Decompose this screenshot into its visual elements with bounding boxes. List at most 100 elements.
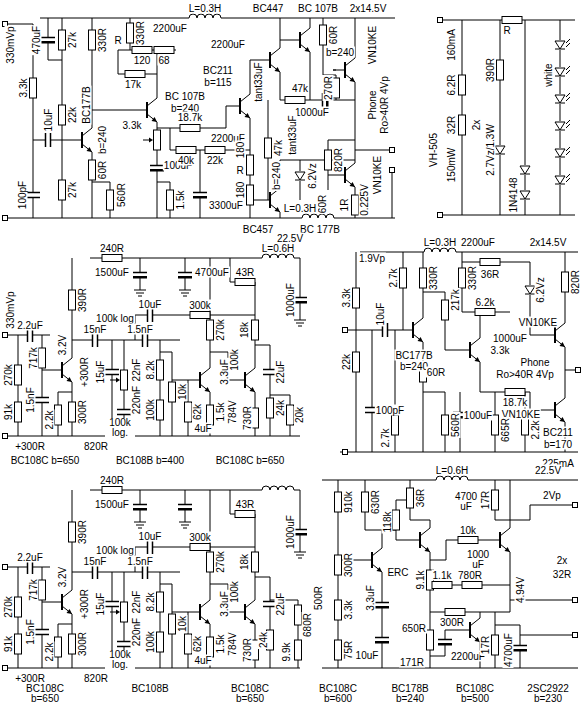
transistor-base (333, 70, 345, 71)
led-ray (566, 147, 570, 151)
component-label: 3.3k (343, 600, 354, 621)
ground-symbol (134, 290, 146, 291)
capacitor-plate (133, 276, 147, 279)
resistor-symbol (89, 30, 96, 50)
resistor-symbol (157, 632, 164, 652)
capacitor-plate (152, 540, 154, 554)
transistor-base (543, 335, 555, 336)
ground-symbol (181, 293, 189, 294)
transistor-bar (61, 362, 63, 378)
wire-gap (554, 148, 566, 158)
transistor-arrow (245, 113, 251, 118)
resistor-symbol (427, 630, 434, 650)
component-label: BC 177B (299, 224, 341, 235)
component-label: 1R (339, 198, 350, 213)
resistor-symbol (69, 634, 76, 654)
component-label: 270k (215, 318, 226, 342)
ground-symbol (298, 326, 302, 327)
transistor-arrow (152, 117, 158, 122)
resistor-symbol (459, 115, 466, 135)
resistor-symbol (502, 17, 522, 24)
transistor-emitter (420, 544, 430, 552)
diode-bar (555, 103, 565, 104)
capacitor-plate (117, 414, 131, 416)
ground-symbol (294, 552, 306, 553)
component-label: 22k (206, 155, 224, 166)
component-label: 2x14.5V (349, 3, 388, 14)
component-label: b=240 (97, 125, 108, 155)
component-label: BC 107B (164, 91, 206, 102)
component-label: 43R (235, 267, 255, 278)
ground-symbol (179, 290, 191, 291)
resistor-symbol (252, 408, 259, 428)
component-label: 180 (235, 181, 246, 200)
component-label: 22.5V (276, 233, 304, 244)
transistor-emitter (200, 616, 210, 624)
led-ray (566, 66, 570, 70)
resistor-symbol (462, 582, 482, 589)
transistor-emitter (82, 144, 92, 152)
transistor-collector (62, 358, 72, 366)
diode-symbol (555, 122, 565, 130)
wire-gap (554, 121, 566, 131)
resistor-symbol (442, 415, 449, 435)
resistor-symbol (157, 400, 164, 420)
resistor-symbol (207, 320, 214, 340)
resistor-symbol (459, 75, 466, 95)
capacitor-plate (35, 397, 49, 399)
diode-symbol (555, 149, 565, 157)
capacitor-plate (513, 645, 527, 647)
transistor-bar (269, 52, 271, 68)
component-label: tant33uF (287, 114, 298, 155)
component-label: 20k (294, 406, 305, 424)
resistor-symbol (39, 348, 46, 368)
transistor-emitter (270, 64, 280, 72)
component-label: 390R (77, 287, 88, 313)
component-label: +300R (79, 356, 90, 388)
capacitor-plate (97, 565, 99, 579)
component-label: 100k log. (105, 650, 135, 670)
component-label: 2.2k (530, 420, 541, 441)
component-label: 820R (570, 269, 581, 295)
component-label: 4700 uF (451, 492, 481, 512)
component-label: 1.5nF (126, 324, 154, 335)
resistor-symbol (295, 605, 302, 625)
capacitor-plate (26, 192, 40, 194)
component-label: 4700uF (503, 632, 514, 668)
capacitor-plate (375, 602, 389, 604)
component-label: 330R (97, 27, 108, 53)
resistor-symbol (362, 492, 369, 512)
preamp-stage (3, 252, 309, 439)
wire (565, 370, 575, 371)
component-label: 60R (317, 194, 328, 214)
resistor-symbol (285, 97, 305, 104)
transistor-base (188, 612, 200, 613)
component-label: b=600 (323, 693, 353, 704)
transistor-arrow (67, 609, 73, 614)
resistor-symbol (352, 195, 359, 215)
wire (300, 258, 301, 320)
component-label: 10uF (375, 302, 386, 327)
component-label: b=650 (30, 693, 60, 704)
resistor-symbol (442, 300, 449, 320)
component-label: 220nF (131, 385, 142, 415)
transistor-emitter (470, 634, 480, 642)
resistor-symbol (55, 405, 62, 425)
component-label: 6.2Vz (307, 162, 318, 190)
resistor-symbol (480, 259, 500, 266)
capacitor-plate (142, 565, 144, 579)
component-label: 820R (333, 147, 344, 173)
component-label: 18.7k (177, 112, 203, 123)
wire-gap (554, 40, 566, 50)
wire-gap (494, 145, 506, 155)
transistor-bar (412, 322, 414, 338)
component-label: BC211 (542, 427, 574, 438)
component-label: BC108C b=650 (215, 455, 286, 466)
component-label: 1.5k (215, 634, 226, 655)
transistor-bar (344, 167, 346, 183)
resistor-symbol (15, 597, 22, 617)
terminal (3, 434, 8, 439)
transistor-bar (554, 327, 556, 343)
resistor-symbol (458, 537, 478, 544)
